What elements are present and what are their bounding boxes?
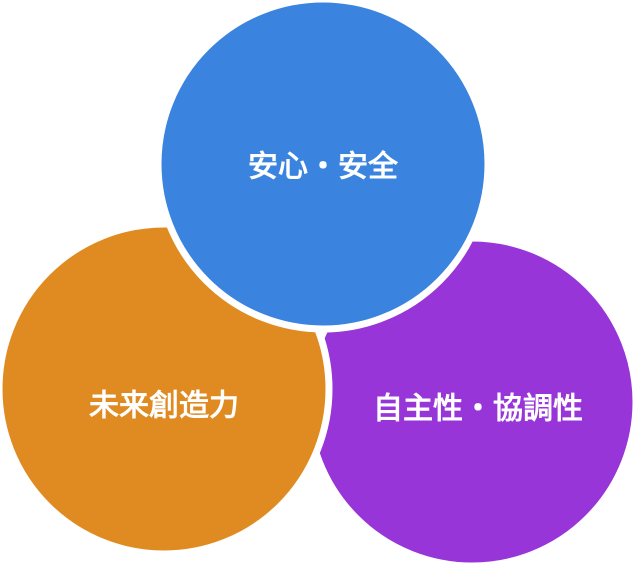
circle-safety [154,0,492,333]
label-creativity: 未来創造力 [89,389,239,424]
label-autonomy: 自主性・協調性 [373,392,583,427]
label-safety: 安心・安全 [248,150,399,185]
circle-group-safety: 安心・安全 [154,0,492,333]
